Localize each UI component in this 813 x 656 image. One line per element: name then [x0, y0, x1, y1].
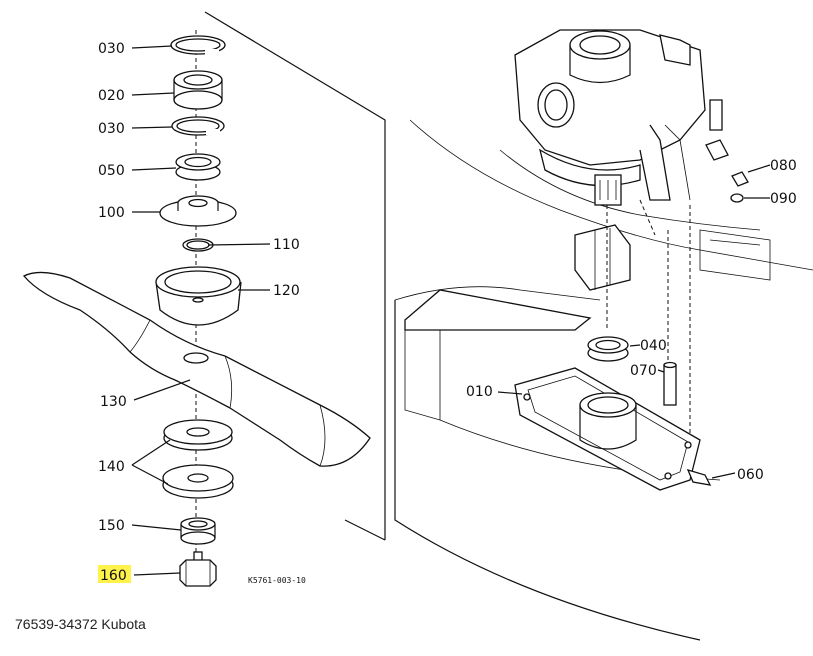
callout-020: 020 — [98, 88, 125, 104]
pin-070 — [657, 361, 677, 406]
callout-150: 150 — [98, 518, 125, 534]
cup-120 — [155, 266, 242, 326]
callout-160: 160 — [100, 568, 127, 584]
seal-050 — [175, 153, 221, 181]
bracket — [574, 224, 631, 291]
bolt-060 — [686, 468, 736, 486]
callout-010: 010 — [466, 384, 493, 400]
housing-010 — [497, 367, 701, 491]
gearbox — [514, 29, 729, 206]
mower-deck — [394, 119, 813, 641]
washer-140-lower — [162, 464, 234, 499]
snap-ring-030-top — [170, 35, 226, 55]
callout-030-top: 030 — [98, 41, 125, 57]
grease-fitting-080 — [731, 164, 771, 187]
callout-060: 060 — [737, 467, 764, 483]
snap-ring-030-lower — [171, 116, 225, 136]
callout-140: 140 — [98, 459, 125, 475]
alignment-lines — [606, 199, 691, 440]
callout-130: 130 — [100, 394, 127, 410]
callout-030-lower: 030 — [98, 121, 125, 137]
washer-090 — [730, 193, 770, 203]
seal-040 — [587, 336, 641, 362]
callout-040: 040 — [640, 338, 667, 354]
callout-090: 090 — [770, 191, 797, 207]
leader-lines-left — [131, 45, 271, 576]
bushing-150 — [180, 517, 216, 545]
callout-050: 050 — [98, 163, 125, 179]
blade-130 — [22, 271, 371, 467]
nut-160 — [179, 551, 217, 587]
drawing-code: K5761-003-10 — [248, 576, 306, 585]
highlight-160 — [98, 565, 131, 583]
callout-120: 120 — [273, 283, 300, 299]
callout-110: 110 — [273, 237, 300, 253]
callout-100: 100 — [98, 205, 125, 221]
callout-080: 080 — [770, 158, 797, 174]
bearing-020 — [173, 70, 223, 110]
callout-070: 070 — [630, 363, 657, 379]
frame-lines — [204, 11, 386, 541]
image-caption: 76539-34372 Kubota — [15, 616, 146, 632]
washer-140-upper — [163, 419, 233, 451]
flange-100 — [159, 195, 237, 227]
